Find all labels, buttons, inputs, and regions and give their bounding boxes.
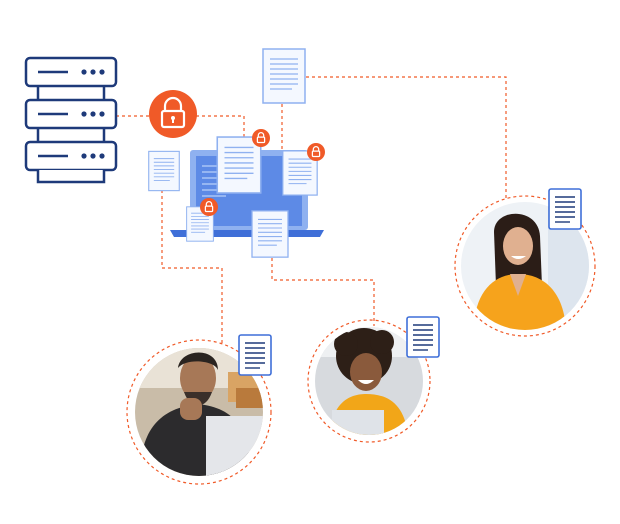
padlock-icon [149,90,197,138]
connector-lock-to-doc [196,115,245,138]
document-icon [238,334,272,376]
lock-badge-icon [252,129,270,147]
person-man-laptop [126,334,272,485]
document-icon [262,48,306,104]
server-stack-icon [24,56,118,184]
document-icon [548,188,582,230]
document-icon [251,210,289,258]
person-woman-orange-top [454,188,596,337]
lock-badge-icon [200,198,218,216]
person-woman-curly-hair [307,316,440,443]
document-icon [406,316,440,358]
document-icon [148,150,180,192]
lock-badge-icon [307,143,325,161]
connector-lines [116,76,507,346]
connector-laptop-to-woman-curly [271,258,375,326]
connector-top-doc-to-woman-orange [306,76,507,200]
document-icon [216,136,262,194]
connector-laptop-to-man [161,190,223,346]
